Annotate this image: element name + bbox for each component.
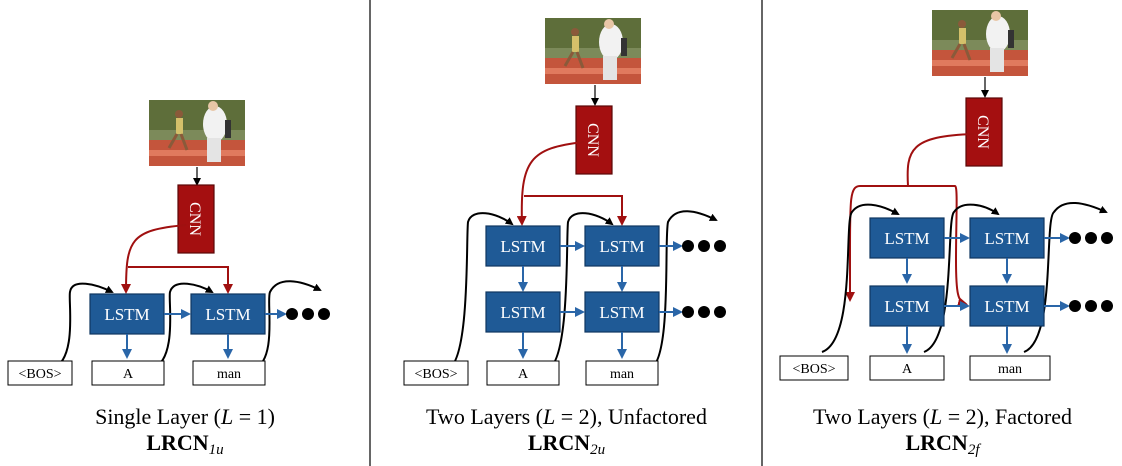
cnn-box (575, 105, 613, 175)
lstm-box (969, 217, 1045, 259)
token-box (403, 360, 469, 386)
ellipsis-dot (1069, 232, 1081, 244)
token-box (192, 360, 266, 386)
token-box (486, 360, 560, 386)
lstm-label: LSTM (500, 303, 545, 322)
cnn-box (965, 97, 1003, 167)
ellipsis-dot (682, 240, 694, 252)
cnn-box (177, 184, 215, 254)
token-word: A (902, 362, 913, 377)
ellipsis-dot (1069, 300, 1081, 312)
panel-two-layers-unfactored: CNN LSTM LSTM LSTM LSTM <BOS> (403, 16, 726, 386)
cnn-label: CNN (186, 202, 203, 236)
token-bos: <BOS> (414, 367, 457, 382)
lstm-box (584, 291, 660, 333)
token-word: man (998, 362, 1022, 377)
ellipsis-dot (714, 306, 726, 318)
ellipsis-dot (714, 240, 726, 252)
lstm-label: LSTM (884, 229, 929, 248)
lstm-label: LSTM (205, 305, 250, 324)
lstm-box (485, 291, 561, 333)
caption-factored: Two Layers (L = 2), Factored LRCN2f (763, 404, 1122, 463)
lstm-box (89, 293, 165, 335)
token-bos: <BOS> (18, 367, 61, 382)
lstm-box (485, 225, 561, 267)
cnn-label: CNN (974, 115, 991, 149)
token-box (969, 355, 1051, 381)
input-image (930, 8, 1030, 78)
panel-two-layers-factored: CNN LSTM LSTM LSTM LSTM <BOS> (779, 8, 1113, 381)
caption-line: Single Layer (L = 1) (95, 404, 275, 429)
caption-unfactored: Two Layers (L = 2), Unfactored LRCN2u (371, 404, 762, 463)
caption-line: Two Layers (L = 2), Unfactored (426, 404, 707, 429)
input-image (543, 16, 643, 86)
ellipsis-dot (1101, 300, 1113, 312)
input-image (147, 98, 247, 168)
model-name: LRCN2f (905, 430, 980, 458)
lstm-box (190, 293, 266, 335)
ellipsis-dot (698, 306, 710, 318)
ellipsis-dot (698, 240, 710, 252)
token-word: A (518, 367, 529, 382)
lstm-box (869, 217, 945, 259)
ellipsis-dot (286, 308, 298, 320)
token-box (585, 360, 659, 386)
model-name: LRCN2u (527, 430, 606, 458)
token-box (91, 360, 165, 386)
panel-single-layer: CNN LSTM LSTM <BOS> A man (7, 98, 330, 386)
cnn-label: CNN (584, 123, 601, 157)
ellipsis-dot (302, 308, 314, 320)
token-box (779, 355, 849, 381)
lstm-label: LSTM (104, 305, 149, 324)
model-name: LRCN1u (146, 430, 224, 458)
token-word: man (217, 367, 241, 382)
token-word: A (123, 367, 134, 382)
ellipsis-dot (1085, 300, 1097, 312)
lstm-label: LSTM (884, 297, 929, 316)
ellipsis-dot (1085, 232, 1097, 244)
caption-single: Single Layer (L = 1) LRCN1u (0, 404, 370, 463)
caption-line: Two Layers (L = 2), Factored (813, 404, 1072, 429)
lstm-label: LSTM (984, 297, 1029, 316)
ellipsis-dot (318, 308, 330, 320)
lstm-label: LSTM (500, 237, 545, 256)
lstm-label: LSTM (984, 229, 1029, 248)
lstm-label: LSTM (599, 237, 644, 256)
token-box (7, 360, 73, 386)
ellipsis-dot (682, 306, 694, 318)
token-bos: <BOS> (792, 362, 835, 377)
lstm-label: LSTM (599, 303, 644, 322)
ellipsis-dot (1101, 232, 1113, 244)
token-word: man (610, 367, 634, 382)
token-box (869, 355, 945, 381)
